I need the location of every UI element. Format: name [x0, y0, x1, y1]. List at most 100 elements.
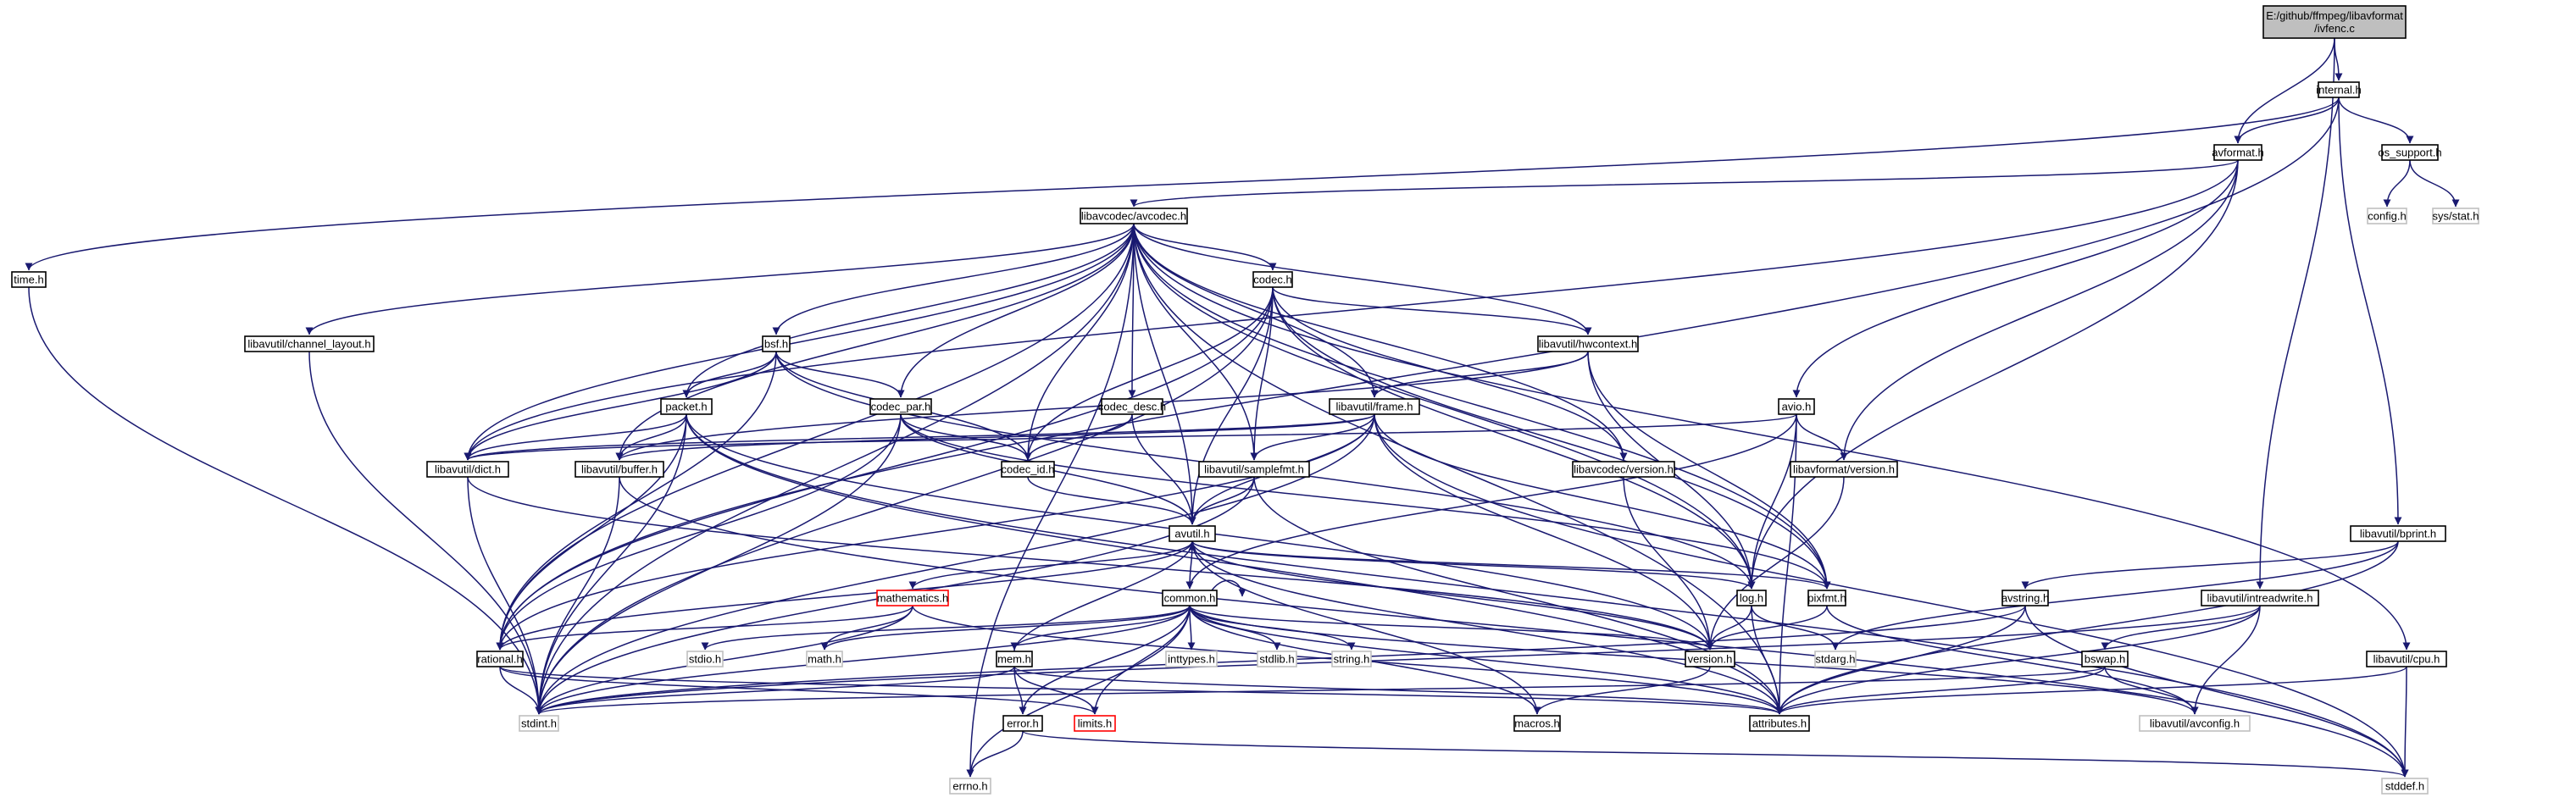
- node-label: libavutil/dict.h: [435, 463, 501, 476]
- include-edge-mathematics-to-stdint: [535, 605, 913, 715]
- node-box: [1736, 590, 1767, 606]
- node-root[interactable]: E:/github/ffmpeg/libavformat/ivfenc.c: [2262, 5, 2407, 39]
- include-edge-bswap-to-avconfig: [2104, 666, 2199, 715]
- include-edge-internal-to-bprint: [2338, 97, 2402, 525]
- node-internal[interactable]: internal.h: [2316, 81, 2362, 98]
- node-avformat[interactable]: avformat.h: [2212, 144, 2264, 161]
- node-avcodec-version[interactable]: libavcodec/version.h: [1572, 461, 1675, 478]
- include-edge-log-to-version: [1706, 605, 1752, 651]
- node-stdarg: stdarg.h: [1814, 651, 1857, 667]
- node-intreadwrite[interactable]: libavutil/intreadwrite.h: [2201, 590, 2319, 606]
- node-os-support[interactable]: os_support.h: [2378, 144, 2442, 161]
- include-edge-buffer-to-stdint: [535, 476, 620, 715]
- node-packet[interactable]: packet.h: [660, 398, 713, 415]
- node-codec-desc[interactable]: codec_desc.h: [1098, 398, 1166, 415]
- include-edge-packet-to-attributes: [686, 413, 1784, 715]
- include-edge-common-to-stdio: [701, 605, 1191, 651]
- node-label: libavutil/hwcontext.h: [1539, 338, 1637, 351]
- node-cpu[interactable]: libavutil/cpu.h: [2366, 651, 2447, 667]
- include-edge-avcodec-to-avutil: [1133, 223, 1196, 525]
- include-edge-codec_par-to-codec_id: [900, 413, 1032, 461]
- node-box: [1778, 398, 1815, 415]
- node-rational[interactable]: rational.h: [476, 651, 524, 667]
- node-label: libavutil/avconfig.h: [2150, 717, 2240, 730]
- node-avcodec[interactable]: libavcodec/avcodec.h: [1080, 208, 1188, 224]
- node-time[interactable]: time.h: [11, 271, 47, 288]
- node-label: pixfmt.h: [1807, 592, 1846, 605]
- node-label: string.h: [1334, 653, 1370, 666]
- node-label: stdio.h: [689, 653, 721, 666]
- node-box: [1165, 651, 1218, 667]
- node-codec[interactable]: codec.h: [1252, 271, 1293, 288]
- node-attributes[interactable]: attributes.h: [1749, 715, 1810, 732]
- node-channel-layout[interactable]: libavutil/channel_layout.h: [244, 335, 375, 352]
- include-edge-bsf-to-dict: [464, 351, 777, 461]
- node-string: string.h: [1331, 651, 1372, 667]
- include-edge-channel_layout-to-stdint: [308, 351, 543, 715]
- node-bsf[interactable]: bsf.h: [762, 335, 791, 352]
- node-dict[interactable]: libavutil/dict.h: [426, 461, 509, 478]
- include-edge-bprint-to-attributes: [1775, 540, 2399, 715]
- node-macros[interactable]: macros.h: [1513, 715, 1561, 732]
- node-codec-par[interactable]: codec_par.h: [869, 398, 932, 415]
- node-box: [1198, 461, 1310, 478]
- node-label: libavcodec/avcodec.h: [1081, 210, 1186, 223]
- node-codec-id[interactable]: codec_id.h: [1001, 461, 1055, 478]
- node-frame[interactable]: libavutil/frame.h: [1329, 398, 1420, 415]
- node-label: math.h: [808, 653, 841, 666]
- include-edge-root-to-internal: [2334, 37, 2343, 81]
- node-config: config.h: [2367, 208, 2407, 224]
- include-edge-root-to-avformat: [2234, 37, 2335, 144]
- include-edge-avcodec-to-packet: [682, 223, 1135, 398]
- node-box: [686, 651, 724, 667]
- node-avformat-version[interactable]: libavformat/version.h: [1790, 461, 1898, 478]
- node-box: [1537, 335, 1639, 352]
- node-bprint[interactable]: libavutil/bprint.h: [2350, 525, 2446, 542]
- include-edge-rational-to-limits: [499, 666, 1099, 715]
- include-edge-avformat-to-avcodec: [1130, 159, 2239, 208]
- node-label: stdint.h: [521, 717, 557, 730]
- node-avstring[interactable]: avstring.h: [2001, 590, 2049, 606]
- node-box: [806, 651, 843, 667]
- include-edge-avcodec-to-log: [1133, 223, 1756, 590]
- include-edge-frame-to-stddef: [1374, 413, 2409, 778]
- include-edge-codec-to-stdint: [535, 286, 1274, 715]
- node-box: [1162, 590, 1218, 606]
- include-edge-avcodec-to-rational: [496, 223, 1135, 651]
- node-avutil[interactable]: avutil.h: [1169, 525, 1216, 542]
- include-edge-bsf-to-packet: [682, 351, 777, 398]
- node-buffer[interactable]: libavutil/buffer.h: [575, 461, 664, 478]
- node-avconfig: libavutil/avconfig.h: [2139, 715, 2251, 732]
- node-hwcontext[interactable]: libavutil/hwcontext.h: [1537, 335, 1639, 352]
- include-edge-intreadwrite-to-attributes: [1775, 605, 2261, 715]
- include-edge-internal-to-rational: [496, 97, 2340, 651]
- node-mem[interactable]: mem.h: [996, 651, 1033, 667]
- node-version[interactable]: version.h: [1685, 651, 1735, 667]
- node-avio[interactable]: avio.h: [1778, 398, 1815, 415]
- node-label: limits.h: [1078, 717, 1112, 730]
- node-label: avio.h: [1782, 401, 1812, 413]
- node-error[interactable]: error.h: [1002, 715, 1043, 732]
- node-pixfmt[interactable]: pixfmt.h: [1807, 590, 1846, 606]
- include-edge-codec-to-hwcontext: [1272, 286, 1592, 335]
- node-box: [876, 590, 949, 606]
- node-log[interactable]: log.h: [1736, 590, 1767, 606]
- node-math: math.h: [806, 651, 843, 667]
- include-edge-cpu-to-attributes: [1775, 666, 2407, 715]
- node-box: [519, 715, 559, 732]
- include-edge-frame-to-stdint: [535, 413, 1375, 715]
- include-edge-avcodec-to-pixfmt: [1133, 223, 1831, 590]
- node-box: [2001, 590, 2049, 606]
- include-edge-avcodec-to-hwcontext: [1133, 223, 1592, 335]
- node-label: attributes.h: [1752, 717, 1807, 730]
- node-limits[interactable]: limits.h: [1074, 715, 1116, 732]
- node-common[interactable]: common.h: [1162, 590, 1218, 606]
- node-samplefmt[interactable]: libavutil/samplefmt.h: [1198, 461, 1310, 478]
- node-sys-stat: sys/stat.h: [2432, 208, 2479, 224]
- node-mathematics[interactable]: mathematics.h: [876, 590, 949, 606]
- include-edge-internal-to-time: [25, 97, 2340, 271]
- node-box: [476, 651, 524, 667]
- node-bswap[interactable]: bswap.h: [2081, 651, 2129, 667]
- include-edge-rational-to-stdint: [499, 666, 543, 715]
